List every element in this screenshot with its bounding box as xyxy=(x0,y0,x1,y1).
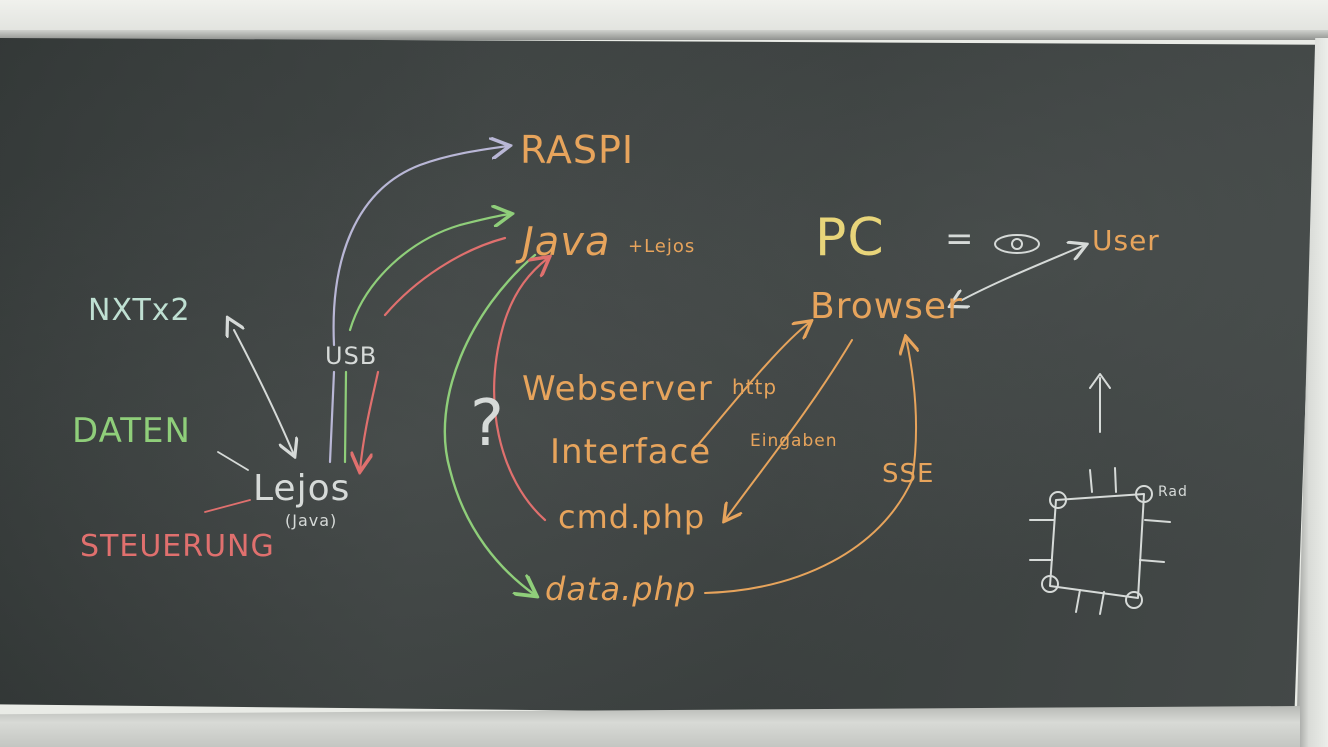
label-sse: SSE xyxy=(882,459,934,489)
label-steuerung: STEUERUNG xyxy=(80,529,275,564)
line-steuerung-lejos xyxy=(204,499,251,513)
label-usb: USB xyxy=(325,342,377,370)
label-pc: PC xyxy=(815,208,885,268)
eye-icon xyxy=(994,234,1040,254)
label-question: ? xyxy=(470,387,505,461)
label-eq: = xyxy=(945,219,975,259)
line-daten-lejos xyxy=(217,451,249,471)
label-raspi: RASPI xyxy=(520,128,634,172)
label-interface: Interface xyxy=(550,432,711,472)
label-daten: DATEN xyxy=(72,411,191,451)
label-browser: Browser xyxy=(810,286,963,327)
arrow-usb-java-green xyxy=(348,214,510,332)
label-lejos-small: +Lejos xyxy=(628,236,695,257)
line-lejos-usb-lav xyxy=(328,370,336,464)
arrow-browser-cmd xyxy=(725,339,853,520)
label-lejos-java: (Java) xyxy=(285,511,337,530)
label-eingaben: Eingaben xyxy=(750,431,837,451)
arrow-usb-lejos-red xyxy=(360,370,380,470)
arrow-usb-raspi xyxy=(332,146,508,347)
label-rad: Rad xyxy=(1158,484,1188,500)
label-webserver: Webserver xyxy=(522,369,713,409)
line-lejos-usb-green xyxy=(343,370,348,464)
label-java: Java xyxy=(515,219,611,265)
label-nxt: NXTx2 xyxy=(88,293,191,328)
arrow-cmd-java-red xyxy=(493,258,548,522)
label-data: data.php xyxy=(545,570,696,608)
label-http: http xyxy=(732,375,777,399)
arrow-interface-browser xyxy=(697,322,810,446)
label-cmd: cmd.php xyxy=(558,498,705,536)
arrow-java-usb-red xyxy=(383,236,507,317)
label-lejos: Lejos xyxy=(253,468,350,509)
arrow-java-data-green xyxy=(443,253,535,595)
arrow-browser-user xyxy=(962,245,1085,300)
arrow-nxt-lejos xyxy=(234,330,294,455)
robot-sketch xyxy=(1029,373,1171,615)
arrow-data-browser-sse xyxy=(704,338,916,594)
board-frame-top xyxy=(0,30,1328,40)
label-user: User xyxy=(1092,224,1160,257)
